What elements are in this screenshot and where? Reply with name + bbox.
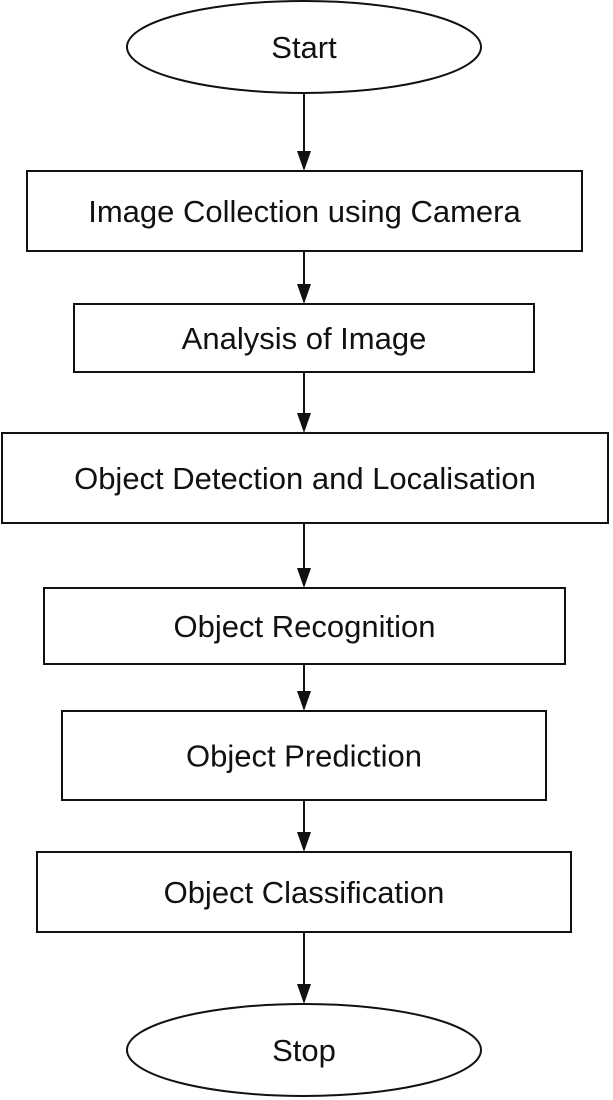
- node-label-detection: Object Detection and Localisation: [74, 461, 536, 496]
- edge-image-collection-to-analysis: [297, 251, 311, 304]
- arrowhead-icon: [297, 284, 311, 304]
- node-stop: Stop: [126, 1003, 482, 1097]
- edge-analysis-to-detection: [297, 372, 311, 433]
- process-box-detection: [1, 432, 609, 524]
- arrowhead-icon: [297, 691, 311, 711]
- node-start: Start: [126, 0, 482, 94]
- node-label-recognition: Object Recognition: [174, 609, 436, 644]
- node-recognition: Object Recognition: [43, 587, 566, 665]
- arrowhead-icon: [297, 984, 311, 1004]
- node-label-classification: Object Classification: [164, 875, 445, 910]
- node-image-collection: Image Collection using Camera: [26, 170, 583, 252]
- node-label-start: Start: [271, 30, 337, 65]
- edge-prediction-to-classification: [297, 800, 311, 852]
- node-analysis: Analysis of Image: [73, 303, 535, 373]
- arrowhead-icon: [297, 151, 311, 171]
- node-classification: Object Classification: [36, 851, 572, 933]
- terminator-shape-stop: [126, 1003, 482, 1097]
- process-box-image-collection: [26, 170, 583, 252]
- node-label-stop: Stop: [272, 1033, 336, 1068]
- edge-detection-to-recognition: [297, 523, 311, 588]
- node-prediction: Object Prediction: [61, 710, 547, 801]
- edges-layer: [297, 93, 311, 1004]
- terminator-shape-start: [126, 0, 482, 94]
- node-label-prediction: Object Prediction: [186, 739, 422, 774]
- arrowhead-icon: [297, 413, 311, 433]
- arrowhead-icon: [297, 568, 311, 588]
- arrowhead-icon: [297, 832, 311, 852]
- process-box-recognition: [43, 587, 566, 665]
- edge-start-to-image-collection: [297, 93, 311, 171]
- process-box-prediction: [61, 710, 547, 801]
- node-detection: Object Detection and Localisation: [1, 432, 609, 524]
- edge-classification-to-stop: [297, 932, 311, 1004]
- node-label-analysis: Analysis of Image: [182, 321, 427, 356]
- node-label-image-collection: Image Collection using Camera: [88, 194, 521, 229]
- process-box-classification: [36, 851, 572, 933]
- edge-recognition-to-prediction: [297, 664, 311, 711]
- process-box-analysis: [73, 303, 535, 373]
